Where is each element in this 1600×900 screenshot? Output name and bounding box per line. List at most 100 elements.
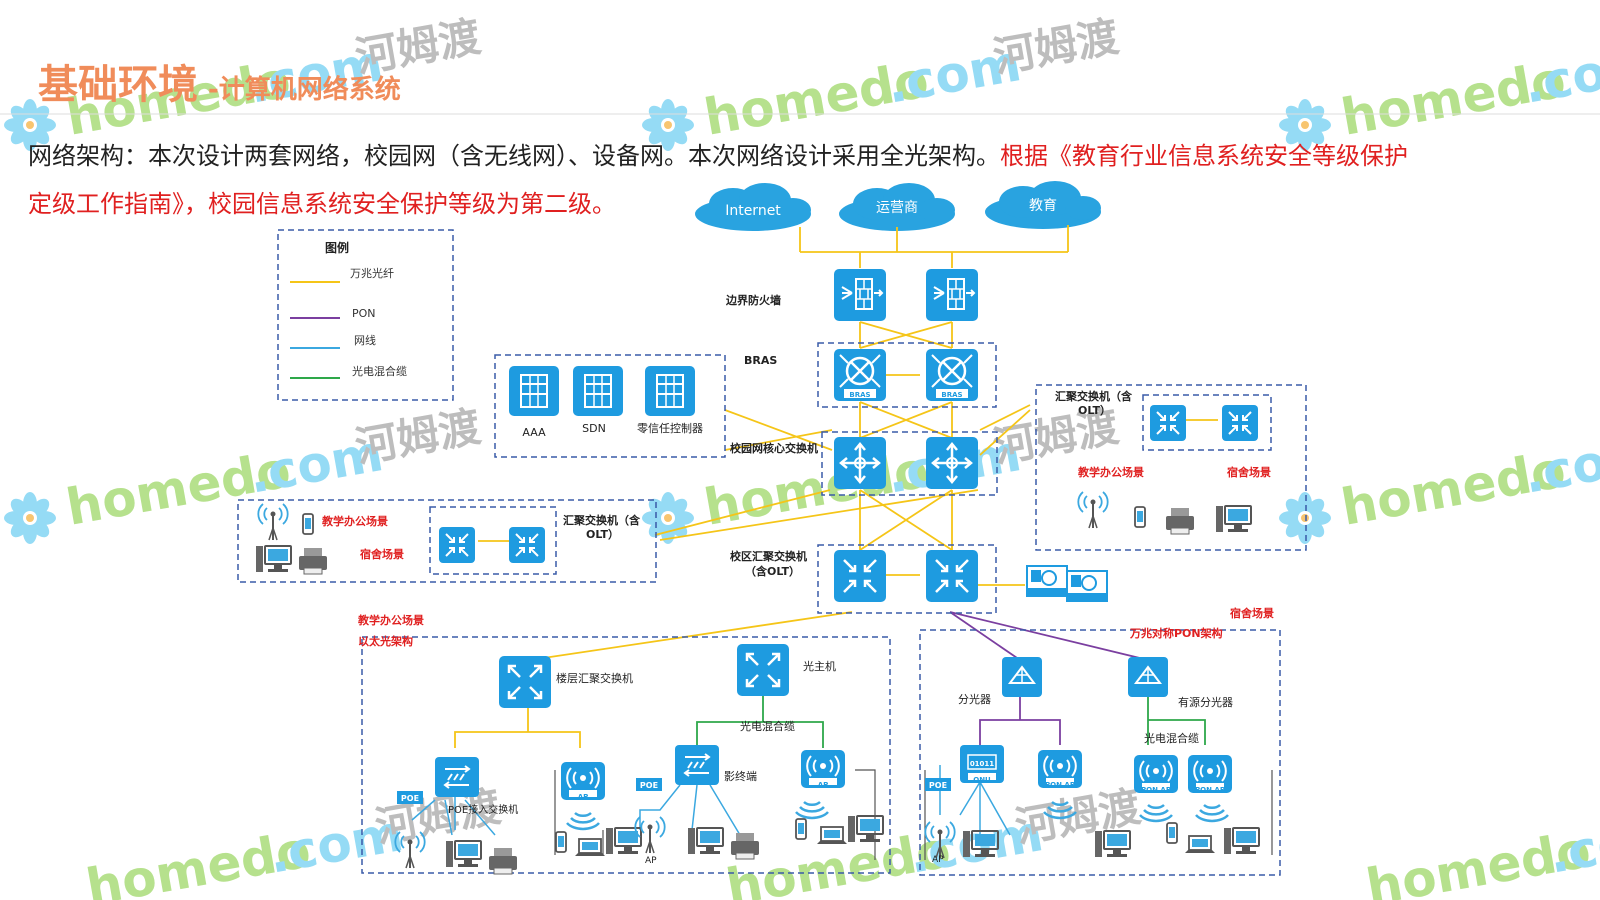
printer-icon: [488, 847, 518, 875]
laptop-icon: [574, 838, 606, 857]
ac-badge: AC: [1085, 601, 1096, 609]
bottom-left-label-2: 以太光架构: [358, 634, 413, 648]
laptop-icon: [816, 826, 848, 845]
legend-hybrid-label: 光电混合缆: [352, 364, 407, 378]
ac-controller-icon: [1066, 570, 1108, 602]
watermark-flower-4: [4, 492, 56, 544]
active-splitter-icon: [1127, 656, 1169, 698]
pc-icon: [445, 840, 482, 868]
legend-fiber-label: 万兆光纤: [350, 266, 394, 280]
left-dorm-label: 宿舍场景: [360, 547, 404, 561]
optical-host-icon: [735, 642, 791, 698]
watermark-dotcom: .com: [1519, 34, 1600, 115]
watermark-flower-5: [642, 492, 694, 544]
agg-switch-icon: [832, 548, 888, 604]
poe-badge: [636, 778, 662, 791]
legend-pon-label: PON: [352, 307, 376, 320]
server-sdn-icon: [572, 365, 624, 417]
cloud-operator-label: 运营商: [876, 200, 918, 216]
server-aaa-icon: [508, 365, 560, 417]
pon-ap-badge: PON AP: [1195, 786, 1225, 794]
watermark-dotcom: .com: [1544, 804, 1600, 885]
poe-badge: [925, 778, 951, 791]
agg-switch-label-1: 校区汇聚交换机: [730, 549, 807, 563]
pon-ap-badge: PON AP: [1045, 781, 1075, 789]
poe-badge-label: POE: [640, 781, 658, 790]
zero-trust-controller-label: 零信任控制器: [637, 421, 703, 435]
description-red-2: 定级工作指南》，校园信息系统安全保护等级为第二级。: [28, 190, 616, 218]
watermark-flower-3: [1279, 99, 1331, 151]
server-sdn-label: SDN: [582, 422, 606, 435]
watermark-flower-6: [1279, 492, 1331, 544]
core-group-box: [821, 431, 998, 496]
watermark-flower-2: [642, 99, 694, 151]
bottom-left-hybrid-label: 光电混合缆: [740, 719, 795, 733]
cloud-internet: Internet: [695, 183, 811, 231]
pc-icon: [1223, 827, 1260, 855]
cloud-operator: 运营商: [839, 183, 955, 231]
left-teach-label: 教学办公场景: [321, 514, 388, 528]
page-subtitle: -计算机网络系统: [208, 74, 401, 105]
server-aaa-label: AAA: [522, 426, 546, 439]
agg-switch-icon: [1221, 404, 1259, 442]
zero-trust-controller-icon: [644, 365, 696, 417]
bottom-left-group-box: [361, 636, 891, 874]
printer-icon: [1165, 507, 1195, 535]
agg-switch-icon: [1149, 404, 1187, 442]
hybrid-links: [696, 696, 1206, 748]
cable-links: [411, 765, 1011, 836]
terminal-label: 影终端: [724, 769, 757, 783]
ac-badge: AC: [1045, 596, 1056, 604]
onu-badge: ONU: [973, 776, 991, 784]
core-switch-icon: [924, 435, 980, 491]
pon-ap-badge: PON AP: [1141, 786, 1171, 794]
wireless-wave-icon: [565, 811, 601, 831]
legend-box: [277, 229, 454, 401]
watermark-flower-1: [4, 99, 56, 151]
core-switch-label: 校园网核心交换机: [730, 441, 818, 455]
right-agg-inner-box: [1142, 394, 1272, 451]
right-agg-group-box: [1035, 384, 1307, 551]
ap-label: AP: [645, 856, 657, 866]
right-teach-label: 教学办公场景: [1077, 465, 1144, 479]
pc-icon: [1215, 505, 1252, 533]
poe-badge-label: POE: [401, 794, 419, 803]
ap-badge: AP: [818, 781, 829, 789]
bras-badge: BRAS: [941, 391, 962, 399]
ap-badge: AP: [578, 793, 589, 801]
optical-host-label: 光主机: [803, 659, 836, 673]
legend-title: 图例: [325, 240, 349, 255]
laptop-icon: [1184, 835, 1216, 854]
splitter-icon: [1001, 656, 1043, 698]
left-agg-title-2: OLT）: [586, 528, 619, 541]
page-title: 基础环境: [38, 62, 198, 108]
thin-gray-links: [554, 769, 1273, 860]
cloud-internet-label: Internet: [725, 203, 781, 219]
splitter-label: 分光器: [958, 692, 991, 706]
firewall-label: 边界防火墙: [725, 293, 781, 307]
bottom-right-hybrid-label: 光电混合缆: [1144, 731, 1199, 745]
cloud-education-label: 教育: [1029, 198, 1057, 214]
servers-group-box: [494, 354, 726, 458]
core-switch-icon: [832, 435, 888, 491]
poe-access-switch-label: POE接入交换机: [448, 803, 518, 816]
printer-icon: [298, 547, 328, 575]
cloud-education: 教育: [985, 181, 1101, 229]
left-agg-inner-box: [429, 506, 557, 575]
active-splitter-label: 有源分光器: [1178, 695, 1233, 709]
bras-label: BRAS: [744, 354, 777, 367]
description-line-1: 网络架构：本次设计两套网络，校园网（含无线网）、设备网。本次网络设计采用全光架构…: [28, 142, 1408, 170]
watermark-cn: 河姆渡: [352, 12, 485, 82]
ap-label: AP: [932, 855, 944, 865]
bottom-right-label-2: 万兆对称PON架构: [1129, 626, 1223, 640]
ac-controller-icon: [1026, 565, 1068, 597]
phone-icon: [1166, 822, 1178, 844]
onu-code: 01011: [970, 760, 994, 768]
bottom-right-label-1: 宿舍场景: [1230, 606, 1274, 620]
pc-icon: [687, 827, 724, 855]
description-black: 网络架构：本次设计两套网络，校园网（含无线网）、设备网。本次网络设计采用全光架构…: [28, 142, 1000, 170]
phone-icon: [1134, 506, 1146, 528]
antenna-icon: [257, 503, 289, 541]
watermark-cn: 河姆渡: [990, 12, 1123, 82]
